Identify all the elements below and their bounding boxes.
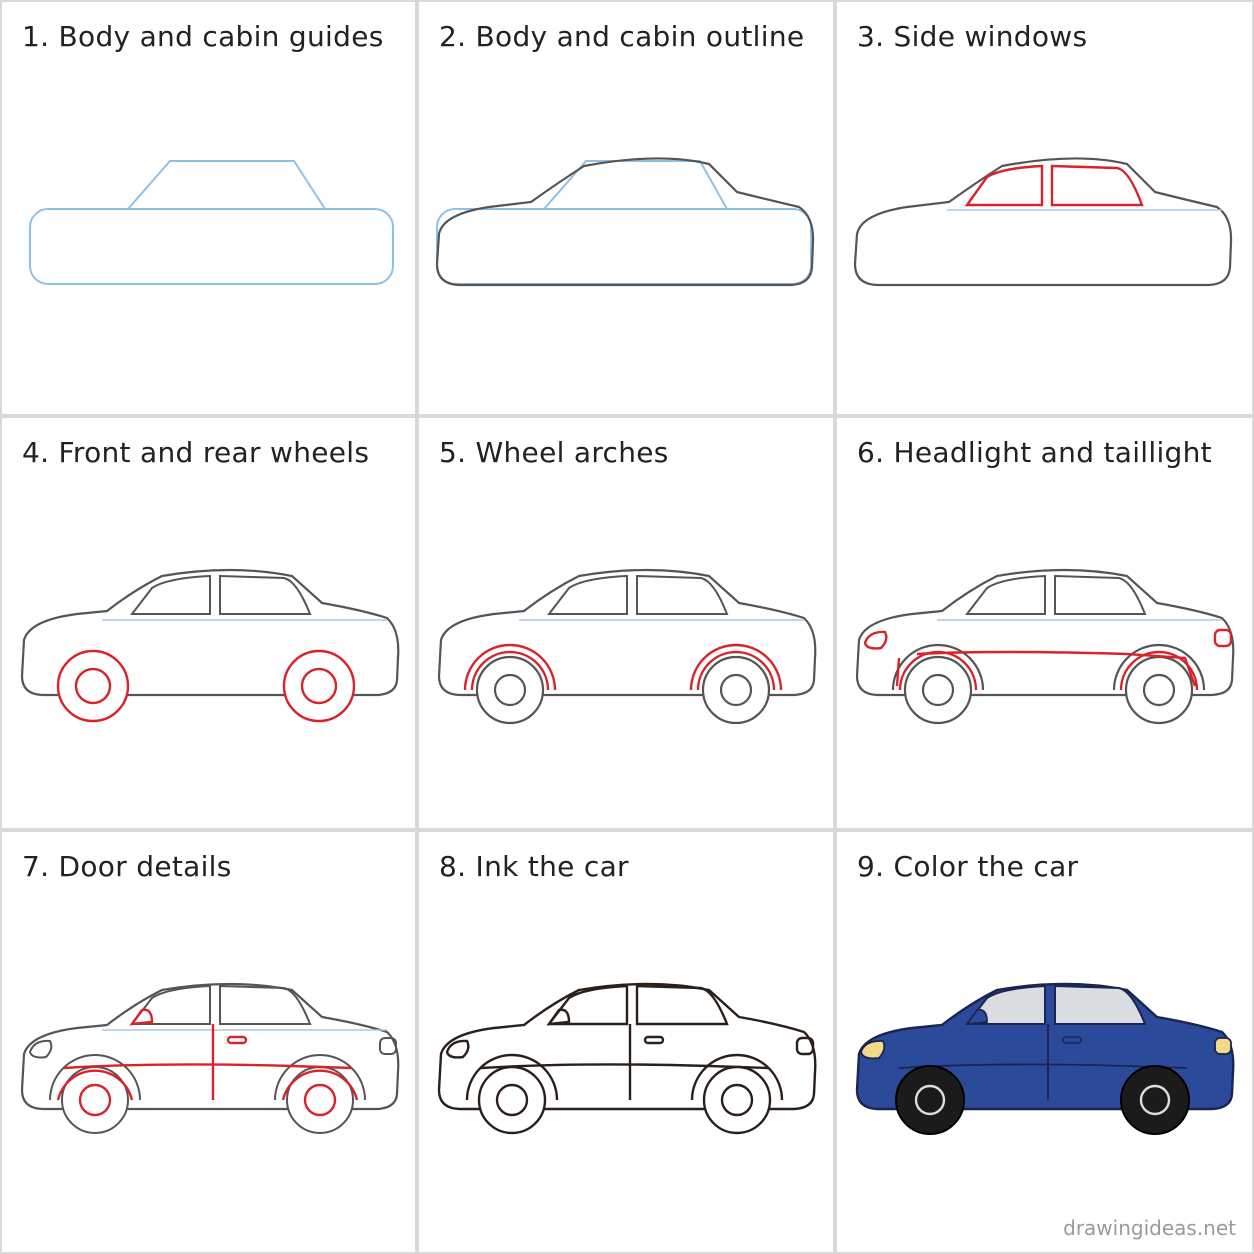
step-panel-2: 2. Body and cabin outline: [419, 2, 833, 414]
step-7-drawing: [20, 982, 400, 1134]
taillight: [1213, 628, 1233, 648]
wheel-arches: [463, 643, 783, 691]
step-title-2: 2. Body and cabin outline: [439, 20, 805, 53]
step-panel-4: 4. Front and rear wheels: [2, 418, 415, 828]
step-panel-8: 8. Ink the car: [419, 832, 833, 1252]
cabin-guide-trapezoid: [127, 160, 326, 210]
step-4-drawing: [20, 568, 400, 723]
step-title-6: 6. Headlight and taillight: [857, 436, 1212, 469]
step-title-5: 5. Wheel arches: [439, 436, 669, 469]
site-watermark: drawingideas.net: [1063, 1216, 1236, 1240]
body-guide-box: [29, 208, 394, 285]
step-3-drawing: [853, 157, 1233, 287]
step-title-1: 1. Body and cabin guides: [22, 20, 384, 53]
headlight: [860, 1040, 886, 1060]
step-panel-5: 5. Wheel arches: [419, 418, 833, 828]
inked-car: [437, 982, 817, 1135]
step-panel-1: 1. Body and cabin guides: [2, 2, 415, 414]
side-windows: [964, 164, 1144, 207]
step-6-drawing: [855, 568, 1235, 725]
step-title-4: 4. Front and rear wheels: [22, 436, 370, 469]
headlight: [863, 630, 888, 650]
step-1-drawing: [29, 160, 394, 285]
door-details: [56, 1008, 359, 1117]
step-8-drawing: [437, 982, 817, 1135]
colored-car: [855, 982, 1235, 1135]
step-panel-6: 6. Headlight and taillight: [837, 418, 1252, 828]
step-title-9: 9. Color the car: [857, 850, 1079, 883]
step-2-drawing: [435, 157, 815, 287]
wheels: [56, 649, 356, 723]
step-panel-3: 3. Side windows: [837, 2, 1252, 414]
step-title-3: 3. Side windows: [857, 20, 1088, 53]
step-title-8: 8. Ink the car: [439, 850, 629, 883]
taillight: [1214, 1037, 1232, 1055]
step-title-7: 7. Door details: [22, 850, 232, 883]
step-9-drawing: [855, 982, 1235, 1135]
lights-and-sill: [863, 628, 1233, 691]
step-panel-9: 9. Color the car drawingideas.net: [837, 832, 1252, 1252]
step-5-drawing: [437, 568, 817, 725]
car-outline: [435, 157, 815, 287]
step-panel-7: 7. Door details: [2, 832, 415, 1252]
